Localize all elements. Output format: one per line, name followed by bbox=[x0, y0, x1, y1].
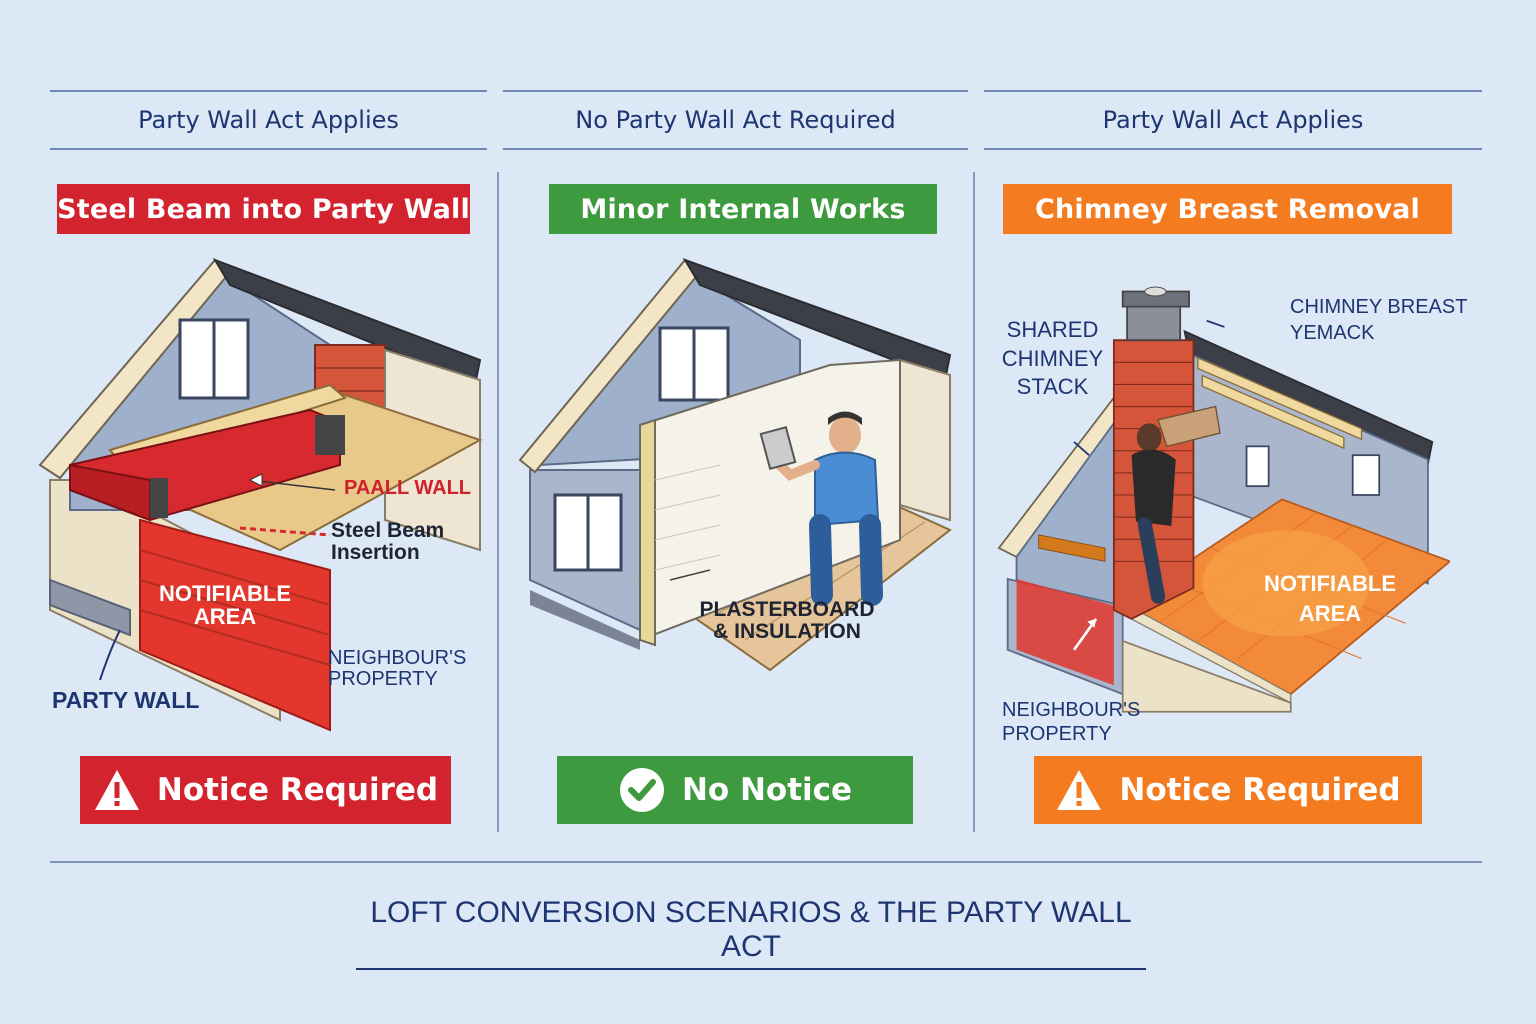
shared-chimney-stack-label: SHARED CHIMNEY STACK bbox=[1001, 317, 1104, 400]
panel-3-title: Chimney Breast Removal bbox=[1003, 184, 1452, 234]
no-notice-text: No Notice bbox=[681, 772, 853, 808]
bottom-divider bbox=[50, 861, 1482, 863]
notifiable-area-label-1: NOTIFIABLE AREA bbox=[159, 581, 291, 630]
chimney-breast-label: CHIMNEY BREAST YEMACK bbox=[1290, 296, 1468, 344]
paall-wall-label: PAALL WALL bbox=[344, 477, 472, 499]
neighbours-property-label-1: NEIGHBOUR'S PROPERTY bbox=[328, 647, 467, 690]
notice-required-badge-1: Notice Required bbox=[80, 756, 451, 824]
no-notice-badge: No Notice bbox=[557, 756, 913, 824]
notice-required-text-3: Notice Required bbox=[1119, 772, 1401, 808]
divider-1 bbox=[497, 172, 499, 832]
notice-required-badge-3: Notice Required bbox=[1034, 756, 1422, 824]
divider-2 bbox=[973, 172, 975, 832]
panel-1-header: Party Wall Act Applies bbox=[50, 90, 487, 150]
party-wall-label: PARTY WALL bbox=[52, 687, 200, 713]
panel-3-header: Party Wall Act Applies bbox=[984, 90, 1482, 150]
steel-beam-illustration bbox=[38, 258, 483, 732]
panel-2-title: Minor Internal Works bbox=[549, 184, 937, 234]
steel-beam-insertion-label: Steel Beam Insertion bbox=[331, 519, 445, 565]
panel-2-header: No Party Wall Act Required bbox=[503, 90, 968, 150]
notice-required-text-1: Notice Required bbox=[156, 772, 439, 808]
panel-1-title: Steel Beam into Party Wall bbox=[57, 184, 470, 234]
plasterboard-insulation-label: PLASTERBOARD & INSULATION bbox=[699, 598, 875, 644]
chimney-removal-illustration bbox=[997, 286, 1450, 713]
internal-works-illustration bbox=[518, 258, 952, 672]
neighbours-property-label-3: NEIGHBOUR'S PROPERTY bbox=[1002, 699, 1141, 745]
footer-title: LOFT CONVERSION SCENARIOS & THE PARTY WA… bbox=[356, 896, 1146, 970]
notifiable-area-label-3: NOTIFIABLE AREA bbox=[1264, 571, 1396, 626]
warning-icon bbox=[1057, 770, 1102, 810]
warning-icon bbox=[94, 770, 139, 810]
check-icon bbox=[619, 768, 664, 812]
